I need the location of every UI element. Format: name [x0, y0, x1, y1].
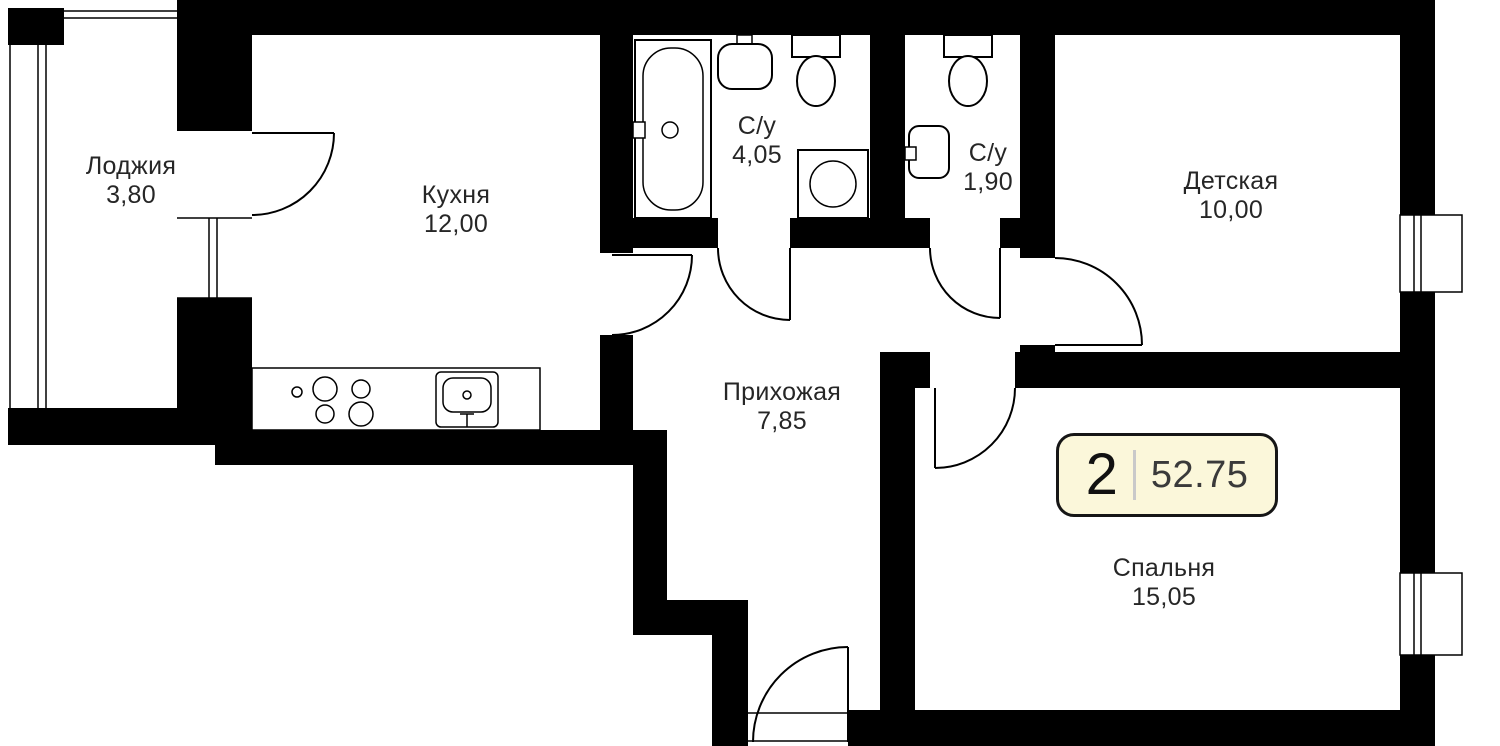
- wall-loggia-kitchen-upper: [177, 0, 252, 131]
- wall-bedroom-top-stub: [915, 352, 930, 388]
- room-name: Спальня: [1112, 554, 1216, 582]
- room-name: Кухня: [421, 181, 491, 209]
- room-area: 1,90: [963, 168, 1013, 196]
- stove-icon: [291, 376, 374, 427]
- room-name: Детская: [1183, 167, 1279, 195]
- door-kitchen: [611, 254, 693, 336]
- wall-children-left-upper: [1020, 0, 1055, 258]
- room-label-kitchen: Кухня 12,00: [422, 181, 490, 239]
- wall-loggia-corner-block: [8, 8, 64, 45]
- room-name: Прихожая: [722, 378, 842, 406]
- wall-right-middle: [1400, 292, 1435, 573]
- door-bathroom-1: [717, 247, 791, 321]
- door-children-room: [1054, 257, 1143, 346]
- door-bedroom: [934, 387, 1016, 469]
- wall-bath2-bottom-left: [905, 218, 930, 248]
- badge-divider: [1132, 450, 1136, 500]
- door-entrance: [748, 646, 849, 743]
- room-area: 15,05: [1131, 583, 1197, 611]
- sink-icon-bathroom-2: [904, 125, 950, 179]
- wall-kitchen-bottom: [215, 430, 667, 465]
- room-label-bathroom-2: С/у 1,90: [963, 139, 1013, 197]
- room-area: 4,05: [732, 141, 782, 169]
- wall-right-upper: [1400, 0, 1435, 215]
- room-label-bedroom: Спальня 15,05: [1113, 554, 1216, 612]
- room-label-bathroom-1: С/у 4,05: [732, 112, 782, 170]
- door-bathroom-2: [929, 247, 1001, 319]
- door-loggia: [251, 132, 335, 216]
- wall-entrance-left: [712, 600, 748, 746]
- room-area: 10,00: [1198, 196, 1264, 224]
- wall-kitchen-hall-upper: [600, 35, 633, 253]
- wall-loggia-bottom: [8, 408, 252, 445]
- wall-bath-divider: [870, 35, 905, 248]
- wall-bath1-bottom-left: [633, 218, 718, 248]
- loggia-glazing: [9, 10, 177, 408]
- toilet-icon-bathroom-2: [943, 34, 993, 107]
- room-area: 3,80: [106, 181, 156, 209]
- room-label-hallway: Прихожая 7,85: [723, 378, 841, 436]
- room-name: С/у: [968, 139, 1008, 167]
- room-area: 7,85: [757, 407, 807, 435]
- room-label-children-room: Детская 10,00: [1184, 167, 1279, 225]
- walls: [8, 0, 1435, 746]
- unit-info-badge: 2 52.75: [1056, 433, 1278, 517]
- room-label-loggia: Лоджия 3,80: [86, 152, 176, 210]
- wall-bedroom-left: [880, 352, 915, 710]
- toilet-icon-bathroom-1: [791, 34, 841, 107]
- wall-bottom: [848, 710, 1435, 746]
- wall-bedroom-top: [1015, 352, 1400, 388]
- badge-rooms-count: 2: [1085, 442, 1118, 507]
- badge-total-area: 52.75: [1150, 454, 1249, 496]
- sink-icon-bathroom-1: [717, 34, 773, 90]
- wall-top: [177, 0, 1435, 35]
- room-name: С/у: [737, 112, 777, 140]
- wall-kitchen-hall-lower: [600, 335, 633, 430]
- room-name: Лоджия: [85, 152, 177, 180]
- washing-machine-icon: [797, 149, 869, 219]
- window-bedroom: [1399, 572, 1463, 656]
- window-children-room: [1399, 214, 1463, 293]
- kitchen-counter-icon: [251, 367, 541, 431]
- wall-loggia-kitchen-lower: [177, 298, 252, 408]
- bathtub-icon: [632, 39, 712, 219]
- loggia-window: [177, 217, 252, 299]
- kitchen-sink-icon: [435, 371, 499, 428]
- room-area: 12,00: [423, 210, 489, 238]
- wall-bath2-bottom-right: [1000, 218, 1020, 248]
